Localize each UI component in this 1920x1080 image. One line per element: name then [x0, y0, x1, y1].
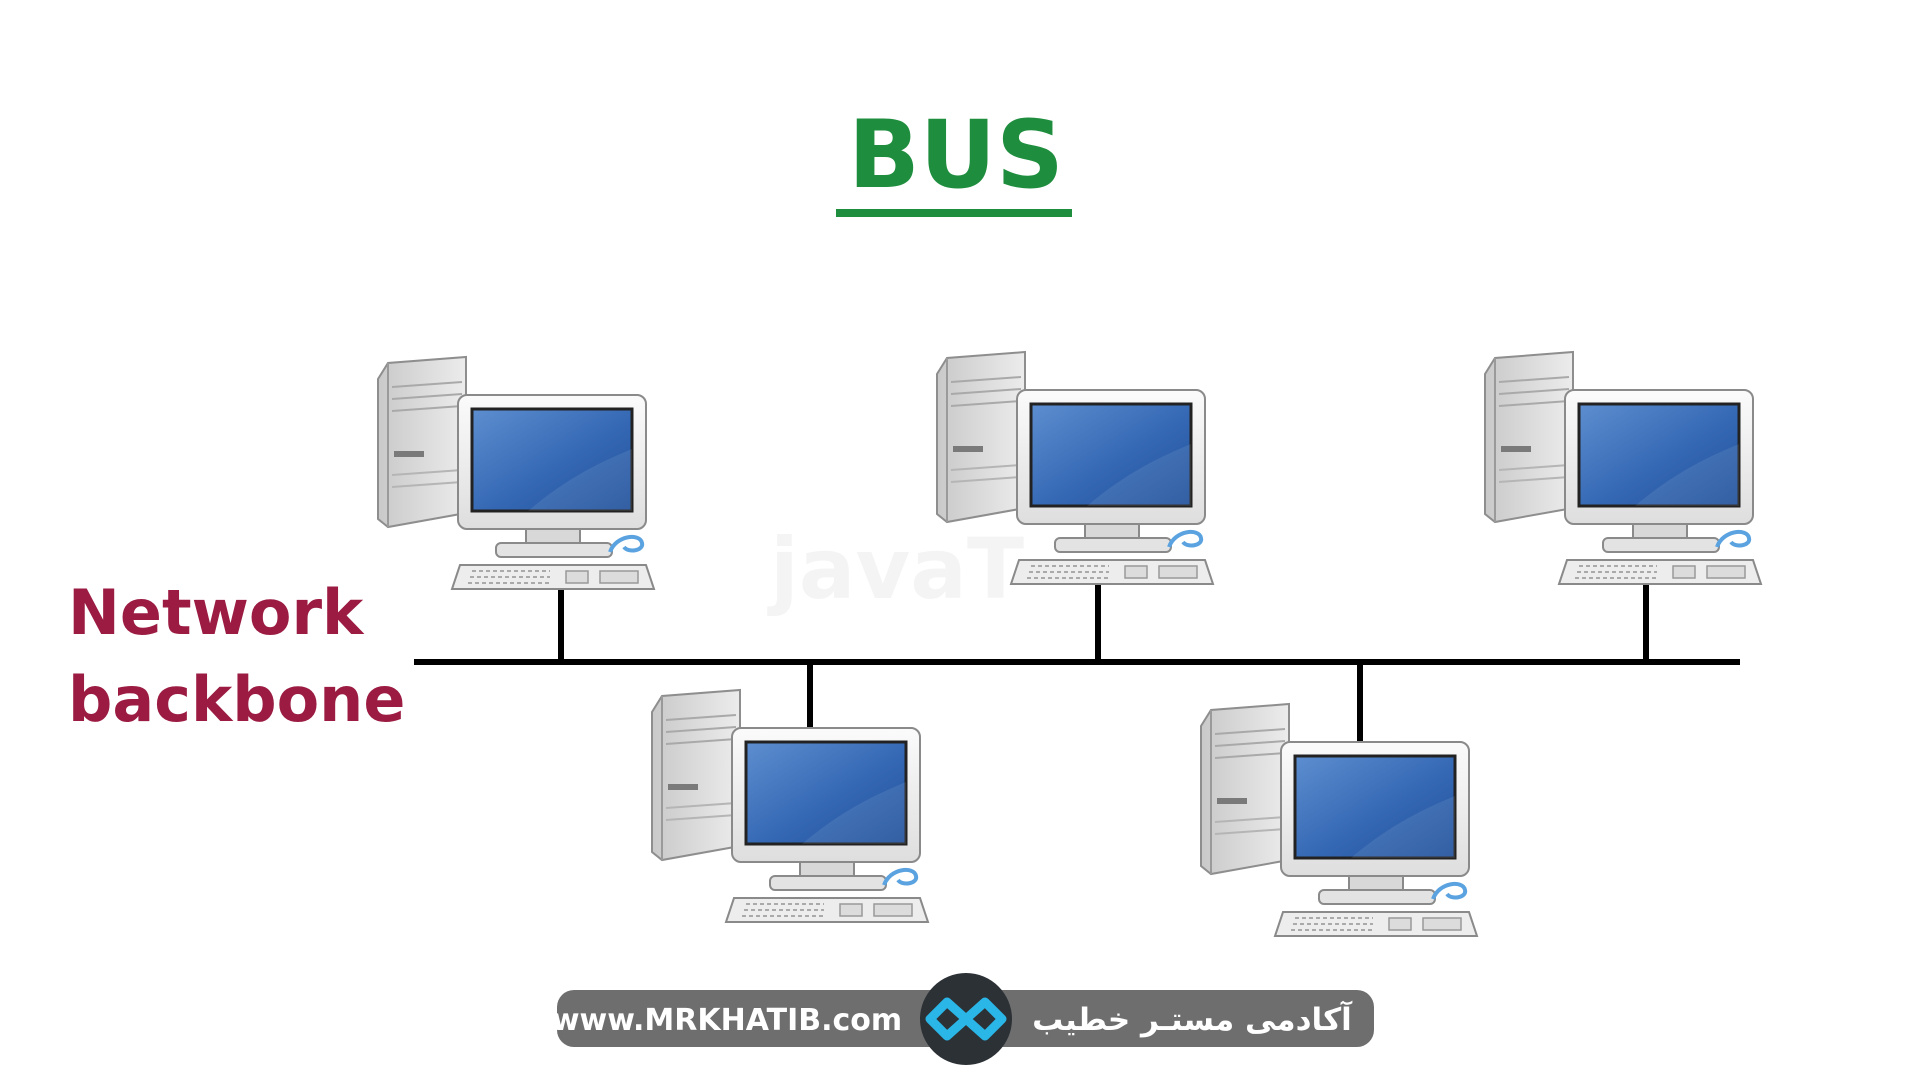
computer-3-icon: [1483, 350, 1763, 586]
backbone-label-line2: backbone: [68, 663, 405, 736]
footer-brand-name: آکادمی مستـر خطیب: [1032, 1000, 1353, 1038]
footer-bar: www.MRKHATIB.com آکادمی مستـر خطیب: [552, 973, 1374, 1065]
computer-4-icon: [650, 688, 930, 924]
footer-url[interactable]: www.MRKHATIB.com: [552, 1003, 902, 1038]
backbone-label-line1: Network: [68, 576, 365, 649]
computer-5-icon: [1199, 702, 1479, 938]
watermark-text: javaT: [767, 520, 1024, 618]
computer-1-icon: [376, 355, 656, 591]
title-underline: [836, 209, 1072, 217]
infinity-logo-icon: [920, 973, 1012, 1065]
diagram-title: BUS: [848, 101, 1064, 210]
